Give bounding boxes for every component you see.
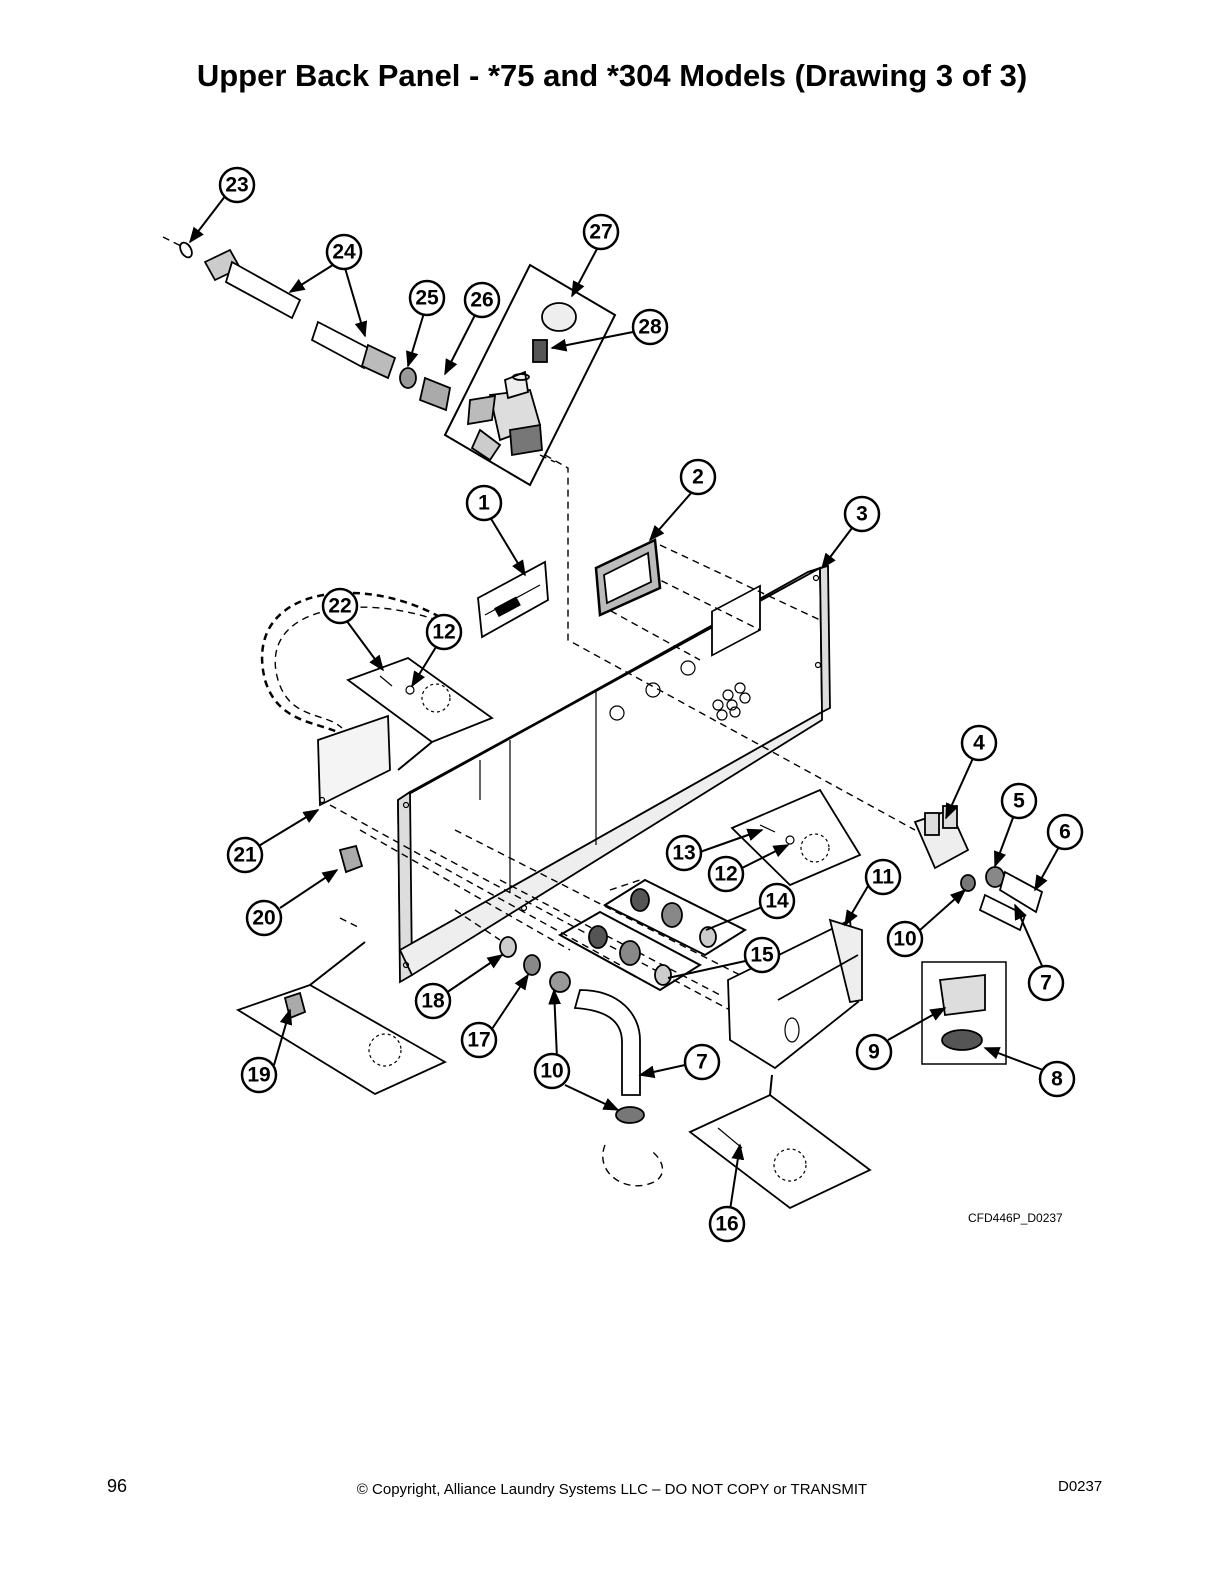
callout-27: 27 <box>582 213 620 251</box>
svg-text:24: 24 <box>332 241 356 264</box>
svg-text:15: 15 <box>750 944 774 967</box>
nut <box>523 954 541 976</box>
callout-15: 15 <box>743 936 781 974</box>
svg-text:16: 16 <box>715 1213 738 1236</box>
side-bracket <box>317 714 391 807</box>
callout-25: 25 <box>408 279 446 317</box>
callout-23: 23 <box>218 166 256 204</box>
leader-lines <box>189 194 1061 1211</box>
callout-9: 9 <box>855 1033 893 1071</box>
svg-text:28: 28 <box>638 316 662 339</box>
bezel <box>594 538 662 617</box>
svg-text:6: 6 <box>1059 821 1071 844</box>
svg-text:1: 1 <box>478 492 490 515</box>
clamp <box>549 971 571 993</box>
fitting-kit-15 <box>557 910 703 992</box>
callout-5: 5 <box>1000 782 1038 820</box>
callout-14: 14 <box>758 882 796 920</box>
callout-12-mid: 12 <box>707 855 745 893</box>
svg-text:3: 3 <box>856 503 868 526</box>
detail-inset-22-12 <box>346 656 494 771</box>
svg-text:20: 20 <box>252 907 275 930</box>
svg-text:10: 10 <box>893 928 916 951</box>
callout-18: 18 <box>414 982 452 1020</box>
svg-text:27: 27 <box>589 221 612 244</box>
fill-hose-assembly <box>179 241 452 412</box>
callout-7-right: 7 <box>1027 964 1065 1002</box>
water-valve <box>913 805 1044 932</box>
page-number: 96 <box>107 1476 128 1496</box>
callout-24: 24 <box>325 233 363 271</box>
coil-kit <box>921 961 1007 1065</box>
callout-17: 17 <box>460 1021 498 1059</box>
callout-28: 28 <box>631 308 669 346</box>
detail-inset-16 <box>688 1074 872 1210</box>
callout-20: 20 <box>245 899 283 937</box>
callout-4: 4 <box>960 724 998 762</box>
drawing-code: CFD446P_D0237 <box>968 1211 1063 1225</box>
detail-inset-13-12 <box>730 788 862 887</box>
callout-21: 21 <box>226 836 264 874</box>
callout-6: 6 <box>1046 813 1084 851</box>
svg-text:7: 7 <box>696 1051 708 1074</box>
svg-text:12: 12 <box>432 621 455 644</box>
callout-12-top: 12 <box>425 613 463 651</box>
callout-16: 16 <box>708 1205 746 1243</box>
callout-11: 11 <box>864 858 902 896</box>
svg-text:13: 13 <box>672 842 695 865</box>
callout-26: 26 <box>463 281 501 319</box>
svg-text:19: 19 <box>247 1064 270 1087</box>
svg-text:2: 2 <box>692 466 704 489</box>
svg-text:8: 8 <box>1051 1068 1063 1091</box>
svg-text:23: 23 <box>225 174 248 197</box>
svg-text:18: 18 <box>421 990 445 1013</box>
assembly-lines <box>162 236 916 1011</box>
callout-22: 22 <box>321 587 359 625</box>
callout-19: 19 <box>240 1056 278 1094</box>
callout-10-right: 10 <box>886 920 924 958</box>
fitting-kit-14 <box>602 878 748 957</box>
document-code: D0237 <box>1058 1478 1103 1495</box>
svg-text:4: 4 <box>973 732 985 755</box>
callout-1: 1 <box>465 484 503 522</box>
callout-10-bottom: 10 <box>533 1052 571 1090</box>
hose <box>573 989 664 1187</box>
svg-text:26: 26 <box>470 289 493 312</box>
valve-assembly-box <box>443 263 617 487</box>
svg-text:14: 14 <box>765 890 789 913</box>
copyright-notice: © Copyright, Alliance Laundry Systems LL… <box>356 1481 868 1498</box>
svg-text:5: 5 <box>1013 790 1025 813</box>
svg-text:11: 11 <box>872 866 895 889</box>
svg-text:22: 22 <box>328 595 351 618</box>
page-title: Upper Back Panel - *75 and *304 Models (… <box>196 58 1028 93</box>
svg-text:12: 12 <box>714 863 737 886</box>
svg-text:25: 25 <box>415 287 439 310</box>
plug <box>338 844 364 874</box>
vent-holes <box>712 682 751 721</box>
callout-13: 13 <box>665 834 703 872</box>
callout-3: 3 <box>843 495 881 533</box>
callout-2: 2 <box>679 458 717 496</box>
decal <box>477 560 549 639</box>
svg-text:10: 10 <box>540 1060 563 1083</box>
callout-8: 8 <box>1038 1060 1076 1098</box>
svg-text:7: 7 <box>1040 972 1052 995</box>
svg-text:21: 21 <box>233 844 257 867</box>
washer <box>499 936 517 958</box>
svg-text:9: 9 <box>868 1041 880 1064</box>
mounting-bracket <box>727 918 863 1070</box>
callout-7-bottom: 7 <box>683 1043 721 1081</box>
svg-text:17: 17 <box>467 1029 490 1052</box>
